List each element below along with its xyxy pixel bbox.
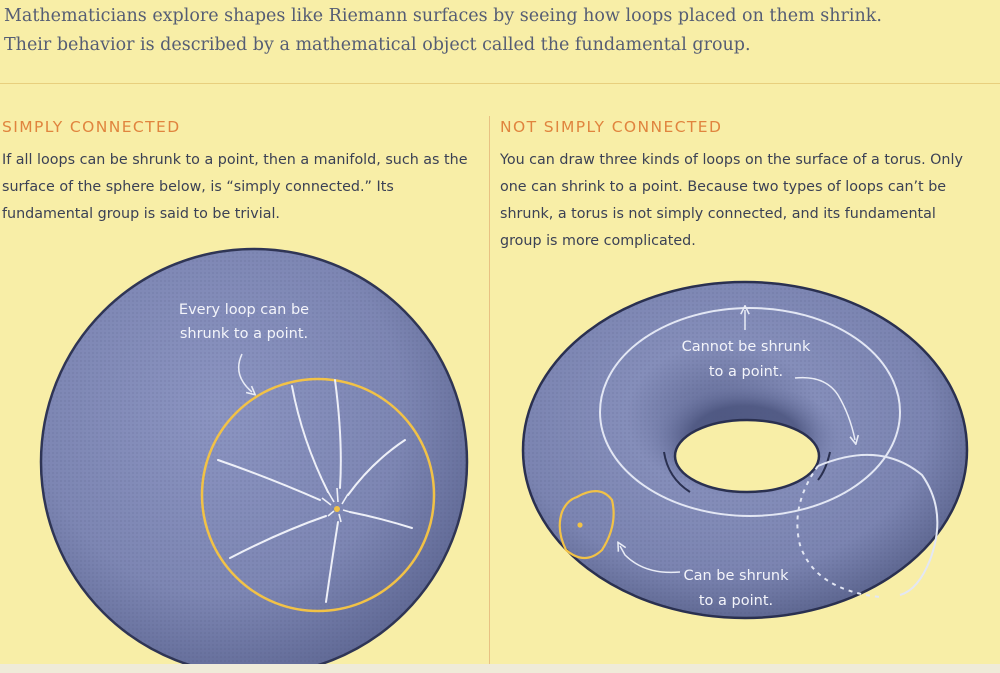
torus-diagram: Cannot be shrunk to a point. Can be shru… [521,280,969,620]
can-arrow [620,546,681,574]
contractible-loop [558,490,615,560]
hole-lower-edge [663,451,691,493]
sphere-label-line2: shrunk to a point. [180,326,308,342]
torus-can-line1: Can be shrunk [683,568,789,584]
around-hole-loop [599,307,901,517]
cannot-arrow [794,376,855,440]
point-burst [321,487,351,523]
torus-hole [673,418,821,494]
horizontal-divider [0,83,1000,84]
simply-connected-column: SIMPLY CONNECTED If all loops can be shr… [2,118,478,228]
shrink-path [325,521,339,603]
simply-connected-heading: SIMPLY CONNECTED [2,118,181,136]
shrink-path [347,439,406,496]
sphere-label-line1: Every loop can be [179,302,309,318]
shrink-path [291,385,329,493]
sphere-diagram: Every loop can be shrunk to a point. [39,247,469,673]
vertical-divider [489,116,490,664]
simply-connected-description: If all loops can be shrunk to a point, t… [2,152,468,222]
intro-line-1: Mathematicians explore shapes like Riema… [4,6,882,26]
shrink-path [217,459,321,501]
shrinking-loop [200,377,436,613]
not-simply-connected-heading: NOT SIMPLY CONNECTED [500,118,723,136]
torus-cannot-line2: to a point. [709,364,783,380]
hole-lower-edge [817,451,831,481]
shrink-paths [217,379,413,603]
torus-cannot-line1: Cannot be shrunk [682,339,811,355]
torus-outline [521,280,969,620]
not-simply-connected-column: NOT SIMPLY CONNECTED You can draw three … [500,118,970,255]
shrink-path [349,511,413,529]
sphere-outline [39,247,469,673]
torus-can-line2: to a point. [699,593,773,609]
not-simply-connected-description: You can draw three kinds of loops on the… [500,152,963,249]
intro-line-2: Their behavior is described by a mathema… [4,35,751,55]
shrink-path [229,515,327,559]
through-hole-loop [817,453,939,596]
sphere-label-arrow [237,353,252,392]
bottom-strip [0,664,1000,673]
contractible-point [577,522,583,528]
sphere-texture [41,249,467,673]
intro-text: Mathematicians explore shapes like Riema… [4,2,994,60]
target-point [334,506,340,512]
through-hole-loop-hidden [796,465,881,598]
shrink-path [334,379,342,489]
